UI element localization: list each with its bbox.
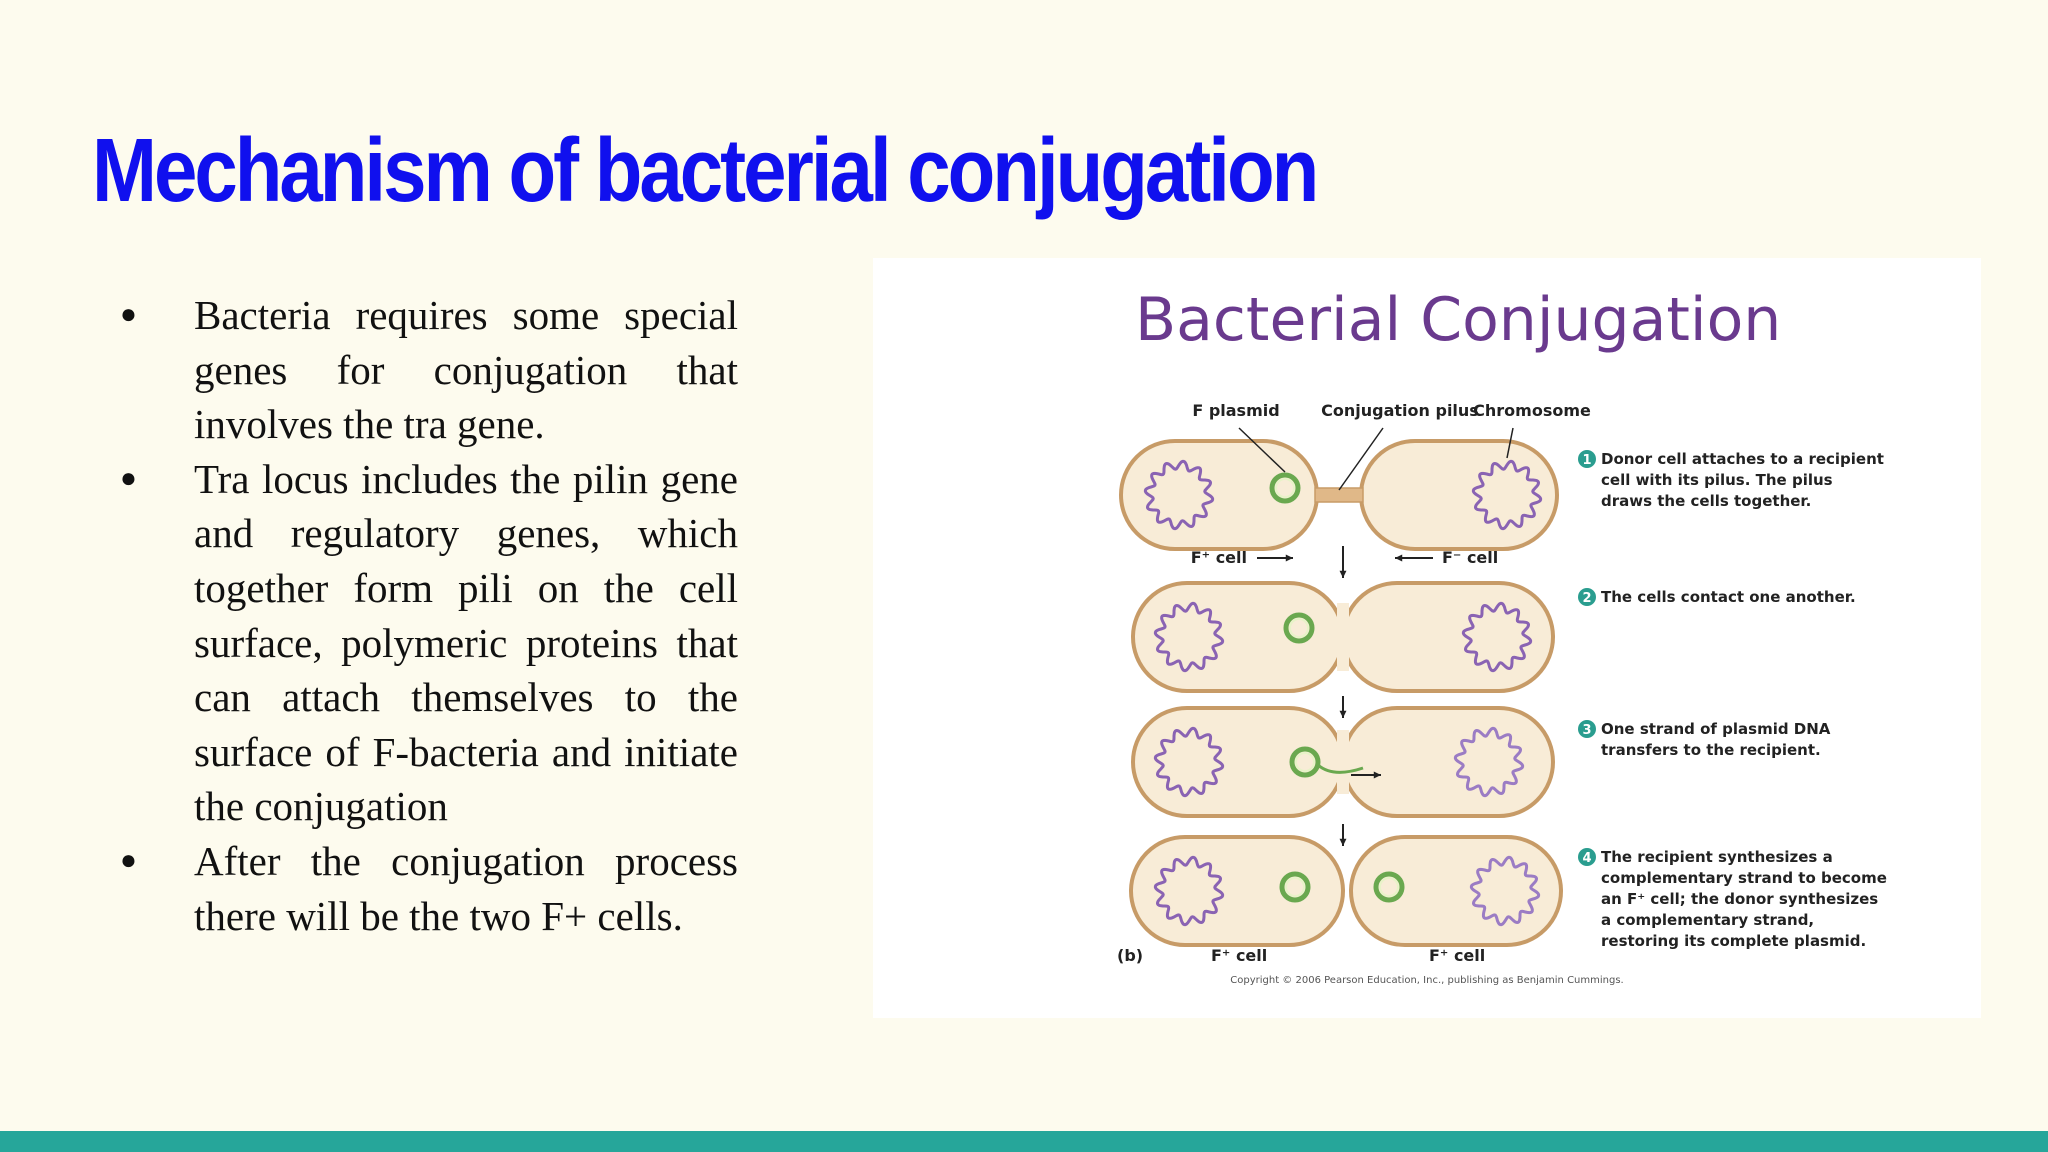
cell-junction [1337,730,1349,794]
step-arrow-head [1339,570,1347,578]
step-number-badge [1578,588,1596,606]
chromosome [1471,459,1543,531]
conjugation-pilus [1314,487,1364,503]
step-text: cell with its pilus. The pilus [1601,471,1833,489]
f-plus-cell-label: F⁺ cell [1191,548,1247,567]
f-plasmid [1283,612,1315,644]
step-descriptions: 1 Donor cell attaches to a recipient cell … [1578,450,1887,950]
step-number: 3 [1582,723,1591,738]
bacterial-cell [1131,706,1345,818]
step-text: Donor cell attaches to a recipient [1601,450,1884,468]
slide-title: Mechanism of bacterial conjugation [92,119,1319,221]
footer-bar [0,1131,2048,1152]
f-plasmid [1269,472,1301,504]
step-number-badge [1578,848,1596,866]
step-number-badge [1578,450,1596,468]
bullet-item: After the conjugation process there will… [104,834,738,943]
figure-labels: F plasmid Conjugation pilus Chromosome F… [1117,401,1591,965]
cell-diagram [1119,427,1563,947]
step-number-badge [1578,720,1596,738]
f-plasmid [1379,877,1399,897]
f-plasmid [1279,871,1311,903]
f-plasmid [1373,871,1405,903]
chromosome-label: Chromosome [1473,401,1591,420]
f-plasmid-pointer [1238,427,1286,473]
pilus-label: Conjugation pilus [1321,401,1479,420]
f-plasmid [1275,478,1295,498]
step-text: complementary strand to become [1601,869,1887,887]
chromosome [1153,855,1225,927]
bullet-item: Bacteria requires some special genes for… [104,288,738,452]
f-plus-cell-label: F⁺ cell [1429,946,1485,965]
cell-junction [1337,603,1349,671]
chromosome [1143,459,1215,531]
step-text: One strand of plasmid DNA [1601,720,1831,738]
transfer-arrow-head [1373,771,1381,779]
step-text: The cells contact one another. [1601,588,1856,606]
chromosome [1453,726,1525,798]
f-plasmid [1289,618,1309,638]
chromosome [1469,855,1541,927]
f-minus-arrow-head [1395,554,1403,562]
figure-title: Bacterial Conjugation [1135,285,1781,355]
f-plasmid [1295,752,1315,772]
f-plasmid [1285,877,1305,897]
step-text: The recipient synthesizes a [1601,848,1833,866]
step-text: an F⁺ cell; the donor synthesizes [1601,890,1878,908]
f-plasmid [1289,746,1321,778]
copyright-text: Copyright © 2006 Pearson Education, Inc.… [1230,975,1623,986]
step-arrow-head [1339,838,1347,846]
step-number: 1 [1582,453,1591,468]
chromosome [1153,601,1225,673]
bacterial-cell [1349,835,1563,947]
step-number: 2 [1582,591,1591,606]
conjugation-figure: Bacterial Conjugation F plasmid Conjugat… [873,258,1981,1018]
step-text: restoring its complete plasmid. [1601,932,1866,950]
chromosome [1153,726,1225,798]
transferring-dna-strand [1317,763,1364,774]
chromosome [1461,601,1533,673]
panel-label: (b) [1117,946,1143,965]
bacterial-cell [1341,581,1555,693]
conjugation-diagram: Bacterial Conjugation F plasmid Conjugat… [1117,285,1887,986]
bacterial-cell [1129,835,1345,947]
step-text: draws the cells together. [1601,492,1811,510]
bacterial-cell [1359,439,1559,551]
f-plasmid-label: F plasmid [1192,401,1279,420]
step-text: transfers to the recipient. [1601,741,1821,759]
f-plus-arrow-head [1285,554,1293,562]
pilus-pointer [1338,427,1384,491]
step-text: a complementary strand, [1601,911,1814,929]
bullet-list: Bacteria requires some special genes for… [104,288,738,943]
f-minus-cell-label: F⁻ cell [1442,548,1498,567]
f-plus-cell-label: F⁺ cell [1211,946,1267,965]
chromosome-pointer [1506,427,1514,459]
step-number: 4 [1582,851,1591,866]
bullet-item: Tra locus includes the pilin gene and re… [104,452,738,834]
step-arrow-head [1339,710,1347,718]
